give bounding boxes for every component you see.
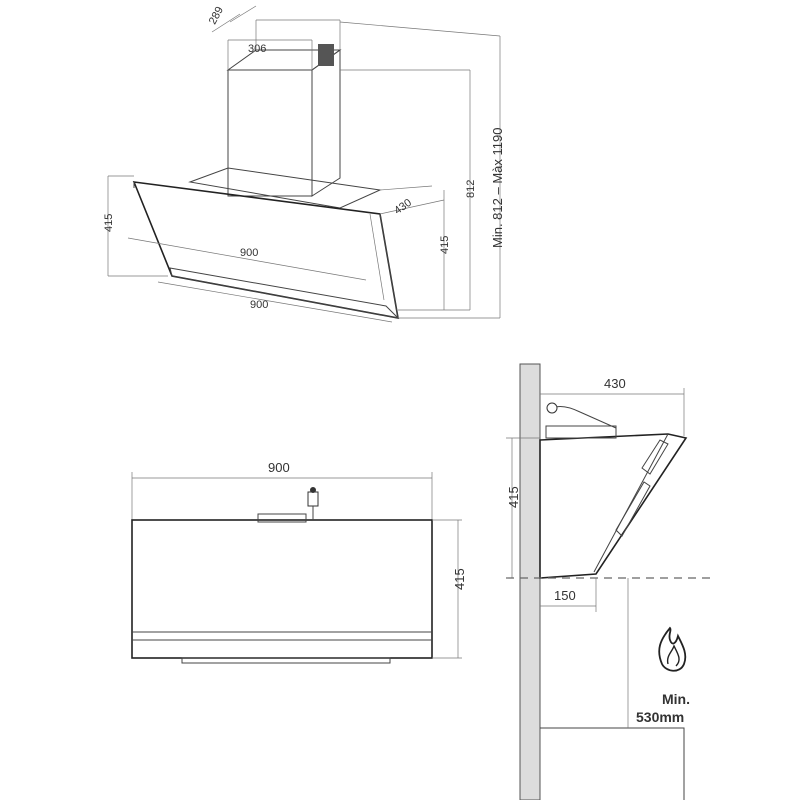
bottom-offset-label: 150	[554, 588, 576, 603]
hood-depth-label: 430	[392, 197, 414, 217]
clearance-value: 530mm	[636, 709, 684, 725]
min-height-label: 812	[465, 180, 477, 198]
base-width-label: 900	[250, 299, 268, 311]
side-view: 430 415 150 Min. 530mm	[506, 363, 710, 801]
glass-panel	[132, 181, 400, 319]
height-range-label: Min. 812 – Màx 1190	[490, 128, 505, 248]
hood-side-profile	[539, 402, 688, 579]
connector-plug	[307, 487, 319, 520]
isometric-view: 289 306 900 900 415 430 415	[103, 5, 505, 323]
panel-width-label: 900	[240, 247, 258, 259]
right-height-label: 415	[439, 236, 451, 254]
chimney-depth-label: 289	[207, 5, 226, 27]
left-height-label: 415	[103, 214, 115, 232]
side-height-label: 415	[506, 486, 521, 508]
front-width-label: 900	[268, 460, 290, 475]
side-depth-label: 430	[604, 376, 626, 391]
clearance-label: Min.	[662, 691, 690, 707]
wall	[519, 363, 541, 801]
front-view: 900 415	[131, 460, 467, 664]
front-height-label: 415	[452, 568, 467, 590]
flame-icon	[658, 626, 687, 672]
chimney	[211, 5, 342, 197]
chimney-width-label: 306	[248, 43, 266, 55]
